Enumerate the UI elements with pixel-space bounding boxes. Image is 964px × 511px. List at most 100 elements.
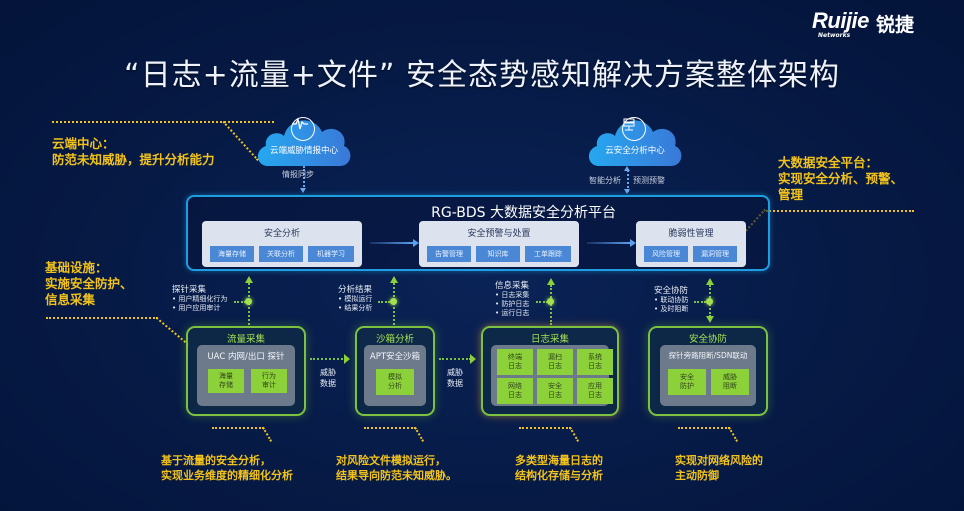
box-inner: UAC 内网/出口 探针 海量存储 行为审计 [197, 345, 295, 406]
flow-label-line: 威胁 [447, 368, 463, 377]
note-line: 基于流量的安全分析， [161, 454, 271, 467]
item-mass-storage[interactable]: 海量存储 [210, 246, 254, 262]
cell-simulation-analysis[interactable]: 模拟分析 [376, 369, 414, 395]
ruijie-logo: Ruijie 锐捷 Networks [812, 8, 952, 42]
card-security-analysis: 安全分析 海量存储 关联分析 机器学习 [202, 221, 362, 267]
card-title: 安全分析 [263, 229, 300, 239]
server-database-icon [622, 117, 646, 141]
link-label-joint-defense: 安全协防 • 联动协防 • 及时阻断 [654, 286, 688, 314]
item-machine-learning[interactable]: 机器学习 [308, 246, 354, 262]
note-log: 多类型海量日志的 结构化存储与分析 [515, 453, 603, 483]
item-vuln-management[interactable]: 漏洞管理 [693, 246, 737, 262]
connector-infra-diagonal [155, 317, 190, 346]
flow-label-threat-data: 威胁 数据 [447, 367, 463, 389]
box-traffic-collection: 流量采集 UAC 内网/出口 探针 海量存储 行为审计 [186, 326, 306, 416]
cell-behavior-audit[interactable]: 行为审计 [251, 369, 287, 393]
cloud-label: 云端威胁情报中心 [269, 146, 338, 156]
cell-mass-storage[interactable]: 海量存储 [208, 369, 244, 393]
arrow-down-icon [706, 316, 714, 323]
item-correlation-analysis[interactable]: 关联分析 [259, 246, 303, 262]
annotation-infrastructure: 基础设施： 实施安全防护、 信息采集 [45, 260, 133, 308]
cell-security-log[interactable]: 安全日志 [537, 378, 573, 404]
link-item: • 及时阻断 [654, 305, 689, 313]
inner-title: APT安全沙箱 [369, 352, 421, 362]
arrow-up-icon [390, 276, 398, 283]
note-line: 实现对网络风险的 [675, 454, 763, 467]
annotation-cloud-center: 云端中心： 防范未知威胁，提升分析能力 [52, 136, 215, 168]
box-inner: 终端日志 漏扫日志 系统日志 网络日志 安全日志 应用日志 [491, 345, 613, 406]
flow-label-line: 威胁 [320, 368, 336, 377]
connector-cloud-annotation [52, 121, 274, 123]
logo-sub: Networks [818, 32, 851, 39]
link-head: 安全协防 [654, 286, 689, 296]
annotation-line: 基础设施： [45, 260, 108, 275]
box-title: 安全协防 [688, 334, 727, 345]
item-ticket-tracking[interactable]: 工单跟踪 [525, 246, 571, 262]
link-node [547, 298, 554, 305]
note-line: 对风险文件模拟运行， [336, 454, 446, 467]
cell-threat-blocking[interactable]: 威胁阻断 [711, 369, 749, 395]
cloud-link-label-right: 预测预警 [633, 176, 665, 185]
connector-bigdata-annotation [766, 210, 914, 212]
page-title: “日志+流量+文件” 安全态势感知解决方案整体架构 [124, 58, 840, 93]
link-line [536, 301, 548, 303]
cloud-link-label-left: 智能分析 [589, 176, 621, 185]
link-item: • 结果分析 [338, 304, 373, 312]
flow-arrow-icon [587, 239, 636, 247]
note-line: 结果导向防范未知威胁。 [336, 469, 457, 482]
item-alert-management[interactable]: 告警管理 [427, 246, 471, 262]
analysis-link [627, 170, 629, 192]
link-label-probe: 探针采集 • 用户精细化行为 • 用户应用审计 [172, 285, 227, 313]
connector-bottom [519, 427, 571, 429]
link-node [706, 298, 713, 305]
connector-bottom-diag [569, 427, 579, 442]
annotation-line: 防范未知威胁，提升分析能力 [52, 152, 215, 167]
link-node [245, 298, 252, 305]
note-line: 实现业务维度的精细化分析 [161, 469, 293, 482]
connector-bottom-diag [728, 427, 738, 442]
flow-label-threat-data: 威胁 数据 [320, 367, 336, 389]
cell-terminal-log[interactable]: 终端日志 [497, 349, 533, 375]
link-item: • 用户应用审计 [172, 304, 221, 312]
arrow-down-icon [300, 188, 306, 193]
link-head: 探针采集 [172, 285, 207, 295]
link-node [390, 298, 397, 305]
connector-bottom-diag [262, 427, 272, 442]
cell-security-protection[interactable]: 安全防护 [668, 369, 706, 395]
box-inner: APT安全沙箱 模拟分析 [364, 345, 426, 406]
note-defense: 实现对网络风险的 主动防御 [675, 453, 763, 483]
box-inner: 探针旁路阻断/SDN联动 安全防护 威胁阻断 [660, 345, 756, 406]
arrow-right-icon [470, 354, 476, 364]
link-item: • 防护日志 [495, 300, 530, 308]
cell-network-log[interactable]: 网络日志 [497, 378, 533, 404]
card-warning-disposal: 安全预警与处置 告警管理 知识库 工单跟踪 [419, 221, 579, 267]
arrow-up-icon [245, 276, 253, 283]
link-label-analysis-result: 分析结果 • 模拟运行 • 结果分析 [338, 285, 372, 313]
cell-vulnscan-log[interactable]: 漏扫日志 [537, 349, 573, 375]
flow-line [310, 358, 346, 360]
link-item: • 日志采集 [495, 291, 530, 299]
link-head: 信息采集 [495, 281, 530, 291]
cell-system-log[interactable]: 系统日志 [577, 349, 613, 375]
cloud-threat-intel-center: 云端威胁情报中心 [254, 112, 354, 168]
flow-label-line: 数据 [447, 379, 463, 388]
logo-cn: 锐捷 [876, 14, 915, 36]
arrow-up-icon [547, 278, 555, 285]
link-line [378, 301, 390, 303]
link-item: • 运行日志 [495, 309, 530, 317]
item-knowledge-base[interactable]: 知识库 [476, 246, 520, 262]
box-title: 沙箱分析 [375, 334, 414, 345]
sync-link [303, 166, 305, 190]
arrow-up-icon [706, 278, 714, 285]
flow-arrow-icon [370, 239, 419, 247]
box-sandbox-analysis: 沙箱分析 APT安全沙箱 模拟分析 [355, 326, 435, 416]
link-item: • 模拟运行 [338, 295, 373, 303]
card-title: 安全预警与处置 [467, 229, 531, 239]
card-vulnerability-management: 脆弱性管理 风险管理 漏洞管理 [636, 221, 746, 267]
link-line [234, 301, 246, 303]
cell-application-log[interactable]: 应用日志 [577, 378, 613, 404]
annotation-line: 实施安全防护、 [45, 276, 133, 291]
rg-bds-platform: RG-BDS 大数据安全分析平台 安全分析 海量存储 关联分析 机器学习 安全预… [186, 195, 770, 271]
item-risk-management[interactable]: 风险管理 [644, 246, 688, 262]
flow-label-line: 数据 [320, 379, 336, 388]
